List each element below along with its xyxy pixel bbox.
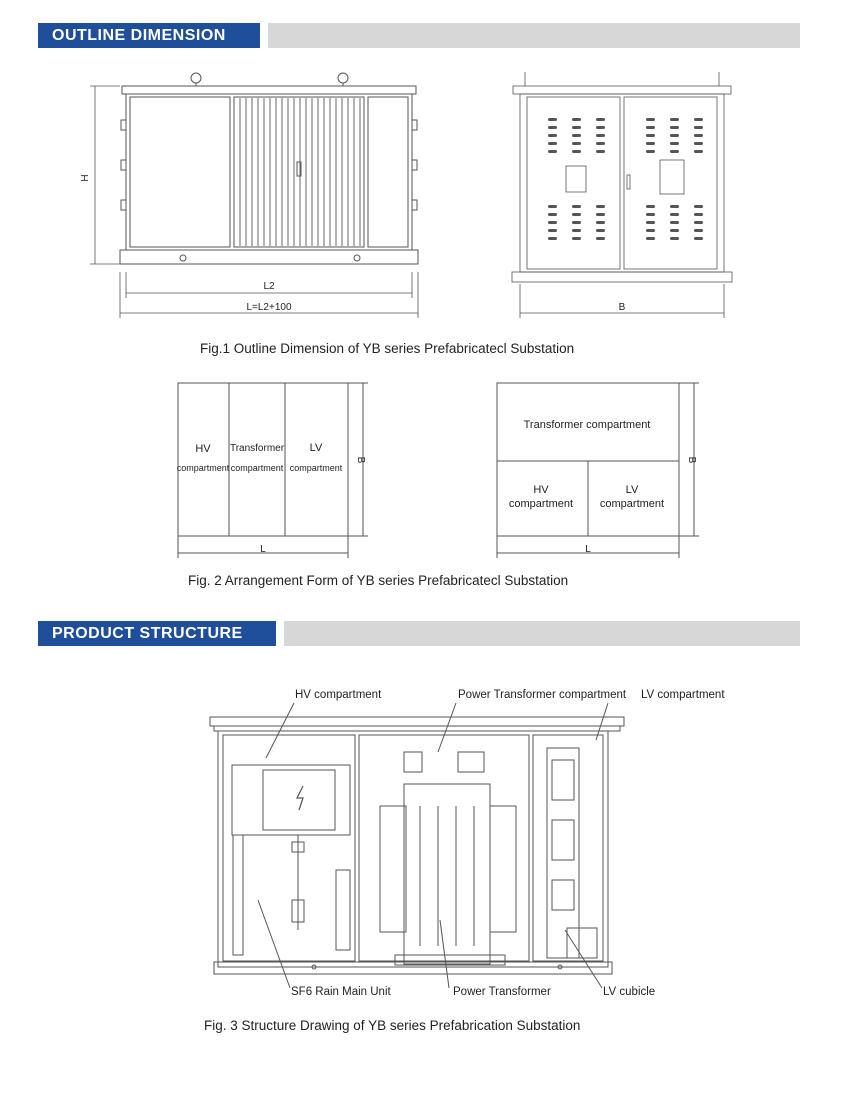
fig3-label-lv-cubicle: LV cubicle	[603, 986, 655, 998]
vent-slot	[572, 213, 581, 216]
vent-slot	[694, 229, 703, 232]
vent-slot	[548, 213, 557, 216]
fig1-caption: Fig.1 Outline Dimension of YB series Pre…	[200, 341, 575, 356]
vent-slot	[694, 213, 703, 216]
fig1-l2-label: L2	[263, 281, 275, 292]
vent-slot	[596, 205, 605, 208]
vent-slot	[572, 205, 581, 208]
vent-slot	[694, 142, 703, 145]
vent-slot	[646, 134, 655, 137]
fig3-label-hv-compartment: HV compartment	[295, 689, 382, 701]
vent-slot	[694, 134, 703, 137]
section-title: PRODUCT STRUCTURE	[38, 621, 276, 646]
vent-slot	[548, 150, 557, 153]
vent-slot	[646, 118, 655, 121]
fig2-right-lv-sub: compartment	[600, 498, 664, 510]
fig1-b-label: B	[619, 302, 626, 313]
vent-slot	[646, 213, 655, 216]
vent-slot	[596, 134, 605, 137]
vent-slot	[646, 150, 655, 153]
vent-slot	[548, 221, 557, 224]
fig2-left-tr-title: Transformer	[230, 443, 285, 454]
vent-slot	[670, 237, 679, 240]
vent-slot	[670, 126, 679, 129]
product-structure-header: PRODUCT STRUCTURE	[38, 621, 800, 646]
fig2-right-lv-title: LV	[626, 484, 639, 496]
vent-slot	[694, 150, 703, 153]
vent-slot	[694, 237, 703, 240]
vent-slot	[596, 150, 605, 153]
vent-slot	[596, 118, 605, 121]
fig2-right-tr-label: Transformer compartment	[524, 419, 651, 431]
fig2-left-hv-title: HV	[195, 443, 211, 455]
fig2-left-lv-title: LV	[310, 442, 323, 454]
vent-slot	[694, 205, 703, 208]
vent-slot	[572, 118, 581, 121]
fig3-label-lv-compartment: LV compartment	[641, 689, 725, 701]
vent-slot	[596, 213, 605, 216]
vent-slot	[596, 126, 605, 129]
fig1-outline-drawing: H L2 L=L2+100 B	[80, 72, 733, 318]
vent-slot	[670, 118, 679, 121]
fig3-label-power-transformer-compartment: Power Transformer compartment	[458, 689, 627, 701]
vent-slot	[596, 229, 605, 232]
fig2-left-hv-sub: compartment	[177, 463, 230, 473]
fig1-l-label: L=L2+100	[246, 302, 291, 313]
vent-slot	[646, 229, 655, 232]
header-bar	[268, 23, 800, 48]
vent-slot	[548, 229, 557, 232]
section-title: OUTLINE DIMENSION	[38, 23, 260, 48]
outline-dimension-header: OUTLINE DIMENSION	[38, 23, 800, 48]
vent-slot	[548, 205, 557, 208]
fig2-arrangement-drawing: HV compartment Transformer compartment L…	[177, 382, 699, 558]
vent-slot	[646, 221, 655, 224]
vent-slot	[694, 118, 703, 121]
fig2-caption: Fig. 2 Arrangement Form of YB series Pre…	[188, 573, 569, 588]
fig2-right-dim-l: L	[585, 544, 591, 555]
fig2-left-dim-l: L	[260, 544, 266, 555]
fig3-caption: Fig. 3 Structure Drawing of YB series Pr…	[204, 1018, 581, 1033]
vent-slot	[572, 134, 581, 137]
vent-slot	[572, 221, 581, 224]
vent-slot	[670, 150, 679, 153]
vent-slot	[670, 213, 679, 216]
vent-slot	[548, 118, 557, 121]
vent-slot	[548, 126, 557, 129]
vent-slot	[646, 126, 655, 129]
fig3-label-sf6-unit: SF6 Rain Main Unit	[291, 986, 392, 998]
vent-slot	[548, 134, 557, 137]
fig2-right-dim-b: B	[686, 457, 697, 464]
vent-slot	[548, 237, 557, 240]
fig2-left-tr-sub: compartment	[231, 463, 284, 473]
fig2-left-dim-b: B	[355, 457, 366, 464]
vent-slot	[694, 221, 703, 224]
vent-slot	[596, 237, 605, 240]
vent-slot	[572, 229, 581, 232]
vent-slot	[670, 205, 679, 208]
fig2-right-hv-sub: compartment	[509, 498, 573, 510]
vent-slot	[596, 142, 605, 145]
vent-slot	[646, 205, 655, 208]
fig3-structure-drawing: HV compartment Power Transformer compart…	[209, 689, 725, 998]
fig2-left-lv-sub: compartment	[290, 463, 343, 473]
vent-slot	[596, 221, 605, 224]
vent-slot	[670, 142, 679, 145]
vent-slot	[572, 142, 581, 145]
vent-slot	[548, 142, 557, 145]
vent-slot	[670, 221, 679, 224]
vent-slot	[572, 237, 581, 240]
header-bar	[284, 621, 800, 646]
vent-slot	[646, 142, 655, 145]
vent-slot	[694, 126, 703, 129]
vent-slot	[670, 134, 679, 137]
vent-slot	[572, 150, 581, 153]
fig3-label-power-transformer: Power Transformer	[453, 986, 551, 998]
vent-slot	[670, 229, 679, 232]
vent-slot	[646, 237, 655, 240]
fig1-h-label: H	[80, 174, 91, 181]
vent-slot	[572, 126, 581, 129]
fig2-right-hv-title: HV	[533, 484, 549, 496]
